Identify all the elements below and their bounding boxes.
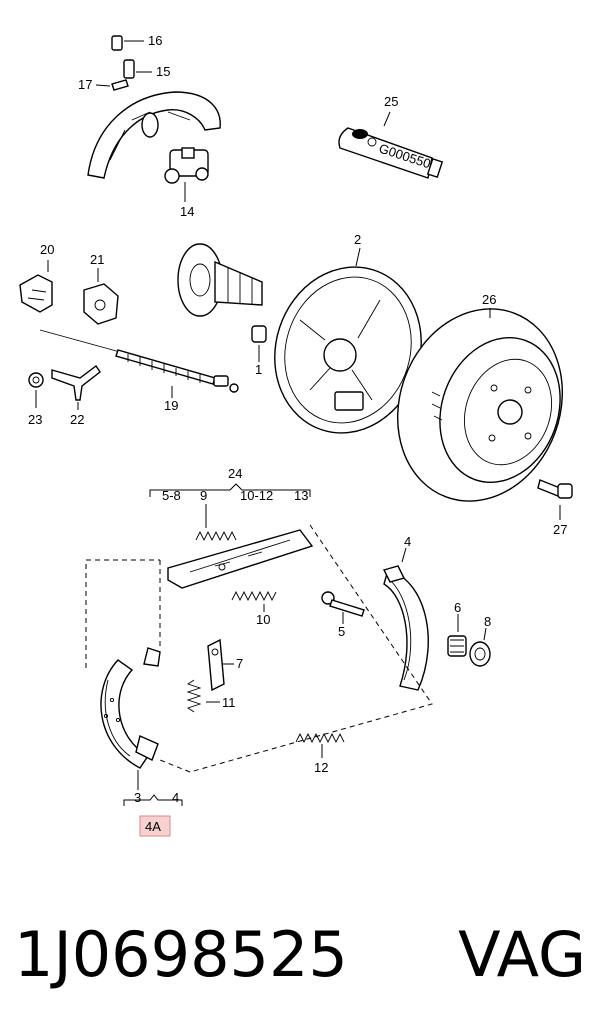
callout-25: 25 — [384, 94, 398, 109]
wheel-cylinder-assembly — [87, 91, 221, 184]
callout-9: 9 — [200, 488, 207, 503]
shoe-3 — [100, 647, 161, 790]
bolt-17 — [95, 79, 129, 91]
grease-tube-25: G000550 — [338, 111, 444, 179]
kit-brace-24 — [149, 483, 311, 497]
callout-4-group: 4 — [172, 790, 179, 805]
callout-24-range-b: 10-12 — [240, 488, 273, 503]
part-number: 1J0698525 — [14, 918, 348, 991]
callout-11: 11 — [222, 695, 236, 710]
callout-13: 13 — [294, 488, 308, 503]
callout-24: 24 — [228, 466, 242, 481]
lever-7 — [207, 638, 234, 692]
kit-brace-4a — [123, 794, 183, 806]
callout-1: 1 — [255, 362, 262, 377]
handbrake-cable-19 — [39, 329, 239, 398]
cup-8 — [469, 627, 491, 667]
bleeder-cap-16 — [111, 35, 144, 51]
bracket-22 — [51, 364, 101, 410]
callout-22: 22 — [70, 412, 84, 427]
grommet-23 — [28, 372, 44, 408]
callout-26: 26 — [482, 292, 496, 307]
callout-24-range-a: 5-8 — [162, 488, 181, 503]
callout-12: 12 — [314, 760, 328, 775]
callout-5: 5 — [338, 624, 345, 639]
callout-20: 20 — [40, 242, 54, 257]
backing-plate-2 — [274, 247, 422, 434]
clip-20 — [19, 260, 53, 313]
callout-8: 8 — [484, 614, 491, 629]
callout-17: 17 — [78, 77, 92, 92]
wheel-hub-stub — [177, 243, 263, 317]
strut-13 — [167, 529, 314, 589]
shoe-4 — [382, 547, 429, 691]
clip-21 — [83, 268, 119, 325]
highlight-4a-box — [139, 815, 171, 837]
drum-bolt-27 — [537, 479, 573, 520]
callout-2: 2 — [354, 232, 361, 247]
spring-11 — [186, 679, 220, 713]
callout-15: 15 — [156, 64, 170, 79]
callout-10: 10 — [256, 612, 270, 627]
brake-drum-26 — [396, 308, 564, 502]
spring-10 — [231, 590, 277, 612]
pin-5 — [321, 591, 365, 624]
bolt-1 — [251, 325, 267, 362]
callout-19: 19 — [164, 398, 178, 413]
callout-16: 16 — [148, 33, 162, 48]
callout-27: 27 — [553, 522, 567, 537]
brake-exploded-diagram: G000550 — [19, 33, 573, 837]
callout-4-shoe: 4 — [404, 534, 411, 549]
callout-21: 21 — [90, 252, 104, 267]
callout-14: 14 — [180, 204, 194, 219]
bleeder-valve-15 — [123, 59, 152, 79]
callout-6: 6 — [454, 600, 461, 615]
callout-3: 3 — [134, 790, 141, 805]
spring-12 — [295, 732, 345, 758]
callout-7: 7 — [236, 656, 243, 671]
dashed-frame — [85, 524, 433, 773]
brand-name: VAG — [458, 918, 586, 991]
callout-4a: 4A — [145, 819, 161, 834]
spring-6 — [447, 614, 467, 657]
spring-9 — [195, 504, 237, 542]
callout-23: 23 — [28, 412, 42, 427]
